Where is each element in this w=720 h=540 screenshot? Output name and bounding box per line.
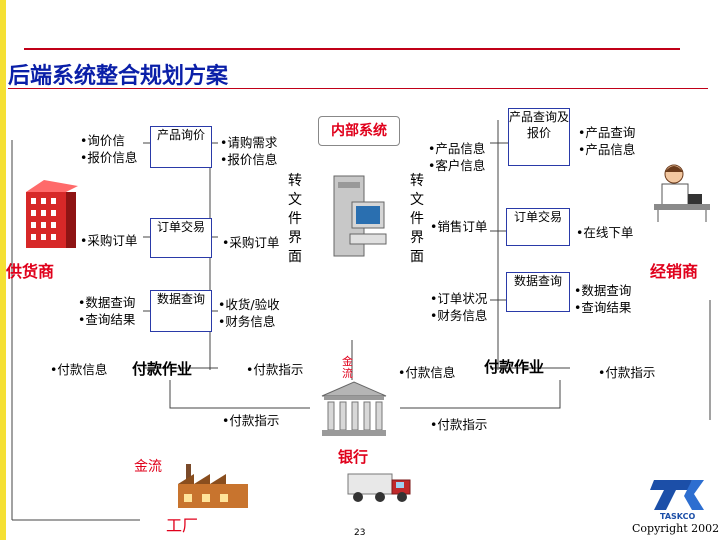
page-number: 23 bbox=[354, 528, 366, 538]
list-item: •数据查询 bbox=[78, 295, 136, 310]
supplier-payment-box: 付款作业 bbox=[132, 360, 193, 378]
distributor-quote-list: •产品查询 •产品信息 bbox=[578, 124, 635, 158]
logo-text: TASKCO bbox=[660, 512, 696, 521]
list-item: •询价信 bbox=[80, 133, 125, 148]
center-left-payment-instruction: •付款指示 bbox=[246, 362, 304, 377]
center-right-bank-instruction: •付款指示 bbox=[430, 417, 488, 432]
center-left-bank-instruction: •付款指示 bbox=[222, 413, 280, 428]
top-rule bbox=[24, 48, 680, 50]
distributor-query-box-label: 数据查询 bbox=[513, 274, 562, 288]
supplier-building-icon bbox=[22, 178, 78, 250]
gold-flow-center: 金流 bbox=[342, 355, 353, 380]
supplier-query-box-label: 数据查询 bbox=[156, 292, 205, 306]
list-item: •财务信息 bbox=[218, 314, 276, 329]
list-item: •产品查询 bbox=[578, 125, 636, 140]
center-right-payment-info: •付款信息 bbox=[398, 365, 456, 380]
factory-icon bbox=[176, 460, 252, 510]
supplier-query-box: 数据查询 bbox=[150, 290, 212, 332]
receive-list: •收货/验收 •财务信息 bbox=[218, 296, 280, 330]
title-rule bbox=[8, 88, 708, 89]
slide-title: 后端系统整合规划方案 bbox=[8, 64, 229, 89]
distributor-quote-box: 产品查询及报价 bbox=[508, 108, 570, 166]
list-item: •报价信息 bbox=[80, 150, 138, 165]
factory-label: 工厂 bbox=[166, 516, 199, 535]
supplier-label: 供货商 bbox=[6, 262, 55, 281]
sales-order-item: •销售订单 bbox=[430, 219, 488, 234]
taskco-logo-icon bbox=[648, 474, 708, 520]
list-item: •查询结果 bbox=[78, 312, 136, 327]
purchase-order-item: •采购订单 bbox=[222, 235, 280, 250]
supplier-order-box: 订单交易 bbox=[150, 218, 212, 258]
supplier-inquiry-list: •询价信 •报价信息 bbox=[80, 132, 137, 166]
supplier-query-list: •数据查询 •查询结果 bbox=[78, 294, 135, 328]
distributor-quote-box-label: 产品查询及报价 bbox=[509, 110, 570, 140]
supplier-inquiry-box-label: 产品询价 bbox=[156, 128, 205, 142]
distributor-query-box: 数据查询 bbox=[506, 272, 570, 312]
list-item: •客户信息 bbox=[428, 158, 486, 173]
copyright: Copyright 2002 bbox=[632, 522, 720, 535]
order-status-list: •订单状况 •财务信息 bbox=[430, 290, 487, 324]
list-item: •订单状况 bbox=[430, 291, 488, 306]
supplier-inquiry-box: 产品询价 bbox=[150, 126, 212, 168]
supplier-order-item: •采购订单 bbox=[80, 233, 138, 248]
doc-interface-right: 转文件界面 bbox=[410, 173, 424, 265]
list-item: •查询结果 bbox=[574, 300, 632, 315]
distributor-payment-box: 付款作业 bbox=[484, 358, 545, 376]
list-item: •报价信息 bbox=[220, 152, 278, 167]
distributor-order-box: 订单交易 bbox=[506, 208, 570, 246]
computer-tower-icon bbox=[328, 172, 388, 262]
internal-system-label: 内部系统 bbox=[318, 116, 400, 146]
distributor-query-list: •数据查询 •查询结果 bbox=[574, 282, 631, 316]
bank-building-icon bbox=[318, 380, 390, 440]
bank-label: 银行 bbox=[338, 448, 369, 466]
left-accent-bar bbox=[0, 0, 6, 540]
supplier-order-box-label: 订单交易 bbox=[156, 220, 205, 234]
list-item: •产品信息 bbox=[428, 141, 486, 156]
person-phone-icon bbox=[648, 160, 712, 224]
list-item: •数据查询 bbox=[574, 283, 632, 298]
list-item: •产品信息 bbox=[578, 142, 636, 157]
purchase-list: •请购需求 •报价信息 bbox=[220, 134, 277, 168]
supplier-payment-item: •付款信息 bbox=[50, 362, 108, 377]
distributor-payment-item: •付款指示 bbox=[598, 365, 656, 380]
internal-system-text: 内部系统 bbox=[331, 123, 387, 139]
gold-flow-left: 金流 bbox=[134, 459, 162, 475]
list-item: •请购需求 bbox=[220, 135, 278, 150]
list-item: •收货/验收 bbox=[218, 297, 280, 312]
list-item: •财务信息 bbox=[430, 308, 488, 323]
distributor-order-box-label: 订单交易 bbox=[513, 210, 562, 224]
product-info-list: •产品信息 •客户信息 bbox=[428, 140, 485, 174]
doc-interface-left: 转文件界面 bbox=[288, 173, 302, 265]
distributor-order-item: •在线下单 bbox=[576, 225, 634, 240]
distributor-label: 经销商 bbox=[650, 262, 699, 281]
truck-icon bbox=[346, 468, 416, 504]
